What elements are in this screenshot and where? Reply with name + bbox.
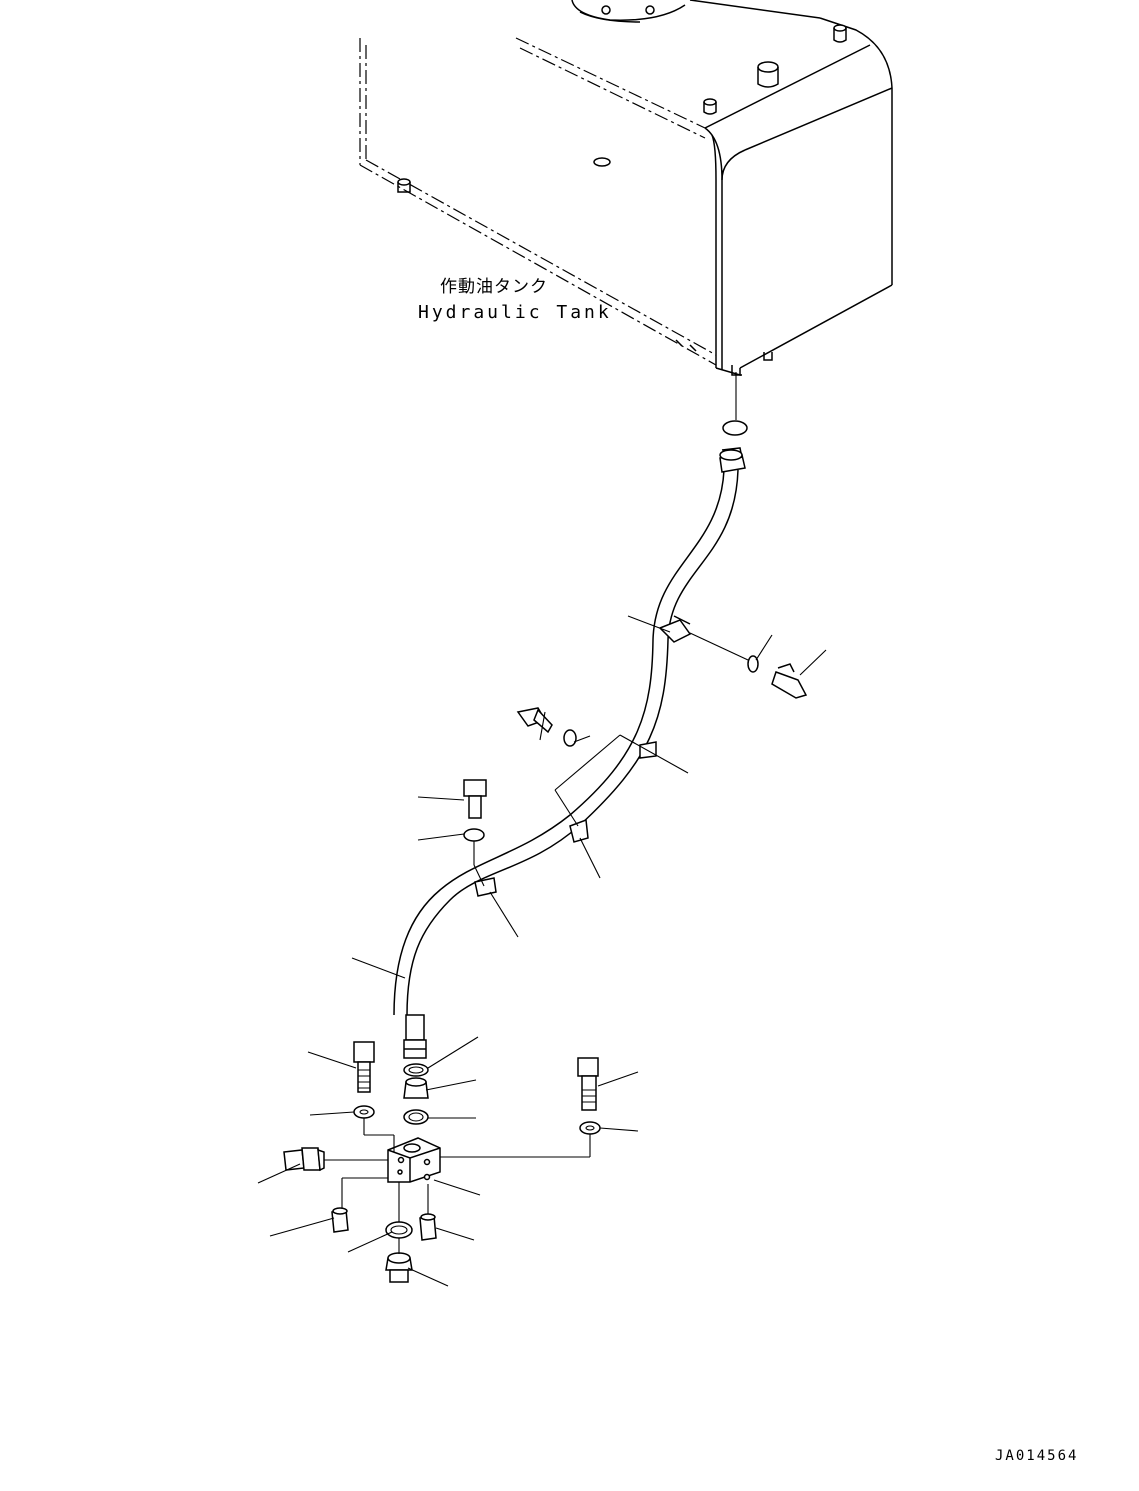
valve-block	[387, 1137, 441, 1183]
tank-label-en: Hydraulic Tank	[418, 302, 612, 323]
pressure-switch	[283, 1147, 325, 1172]
o-ring	[385, 1221, 413, 1239]
bolt	[463, 779, 487, 819]
plug	[385, 1252, 413, 1283]
hose-clamp	[639, 741, 657, 759]
tank-label-jp: 作動油タンク	[440, 277, 548, 297]
drawing-code: JA014564	[995, 1448, 1078, 1464]
bolt	[516, 707, 553, 734]
o-ring	[403, 1109, 429, 1125]
washer	[463, 828, 485, 842]
o-ring	[403, 1063, 429, 1077]
leader-lines	[257, 1036, 639, 1287]
hose-clamp	[569, 818, 589, 843]
bolt	[771, 663, 808, 699]
adapter	[403, 1077, 429, 1099]
hose-clamp	[474, 877, 497, 897]
hose-clamp	[658, 615, 692, 643]
washer	[747, 655, 759, 673]
washer	[579, 1121, 601, 1135]
hydraulic-tank	[359, 0, 893, 376]
hydraulic-hose	[393, 447, 746, 1059]
leader-lines	[351, 615, 827, 979]
bolt	[577, 1057, 599, 1111]
bolt	[353, 1041, 375, 1093]
o-ring	[722, 420, 748, 436]
washer	[353, 1105, 375, 1119]
washer	[563, 729, 577, 747]
plug	[331, 1207, 349, 1233]
plug	[419, 1213, 437, 1241]
